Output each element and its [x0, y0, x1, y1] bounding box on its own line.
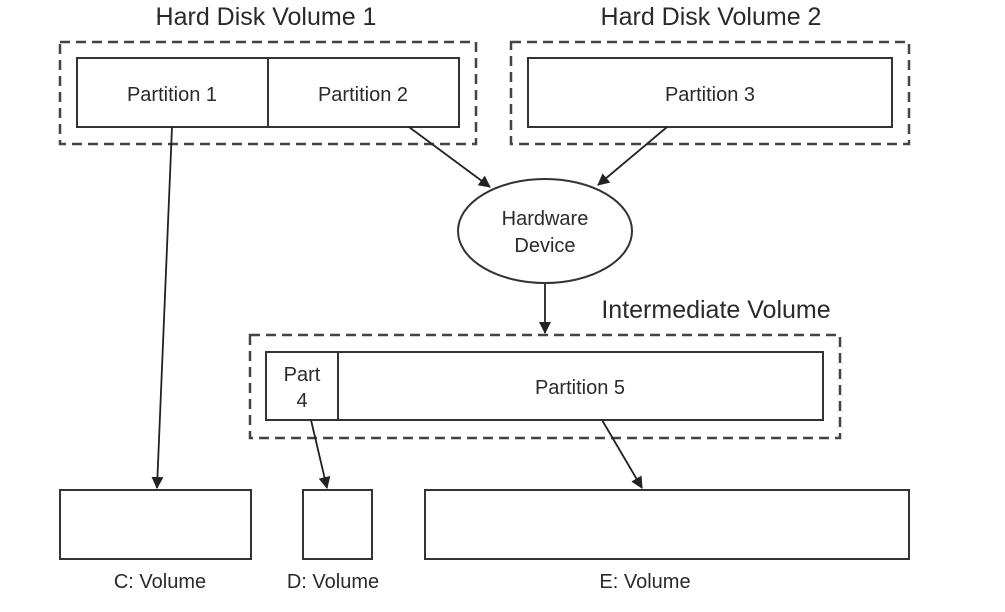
- d-volume[interactable]: D: Volume: [287, 489, 379, 593]
- partition-2-label: Partition 2: [318, 84, 408, 106]
- arrow-partition-5-to-e-volume: [601, 419, 643, 489]
- c-volume-box: [59, 489, 252, 560]
- partition-2[interactable]: Partition 2: [267, 57, 460, 128]
- hard-disk-volume-2-border: [509, 40, 911, 146]
- part-4-label-line1: Part: [284, 364, 321, 386]
- arrow-partition-1-to-c-volume: [151, 126, 173, 489]
- part-4-label-line2: 4: [296, 390, 307, 412]
- partition-1-box: [76, 57, 269, 128]
- partition-5-label: Partition 5: [535, 377, 625, 399]
- c-volume-label: C: Volume: [114, 571, 206, 593]
- partition-5-box: [337, 351, 824, 421]
- hardware-device[interactable]: Hardware Device: [457, 178, 633, 284]
- hardware-device-ellipse: [457, 178, 633, 284]
- hardware-device-label-line2: Device: [514, 235, 575, 257]
- hard-disk-volume-2-title: Hard Disk Volume 2: [601, 3, 822, 31]
- partition-5[interactable]: Partition 5: [337, 351, 824, 421]
- intermediate-volume-border: [248, 333, 842, 440]
- arrow-partition-3-to-hardware-device: [597, 126, 668, 186]
- partition-1-label: Partition 1: [127, 84, 217, 106]
- hardware-device-label-line1: Hardware: [502, 208, 589, 230]
- partition-2-box: [267, 57, 460, 128]
- arrow-partition-2-to-hardware-device: [408, 126, 491, 188]
- e-volume-box: [424, 489, 910, 560]
- c-volume[interactable]: C: Volume: [59, 489, 252, 593]
- arrow-part-4-to-d-volume: [310, 419, 331, 489]
- partition-3-label: Partition 3: [665, 84, 755, 106]
- partition-1[interactable]: Partition 1: [76, 57, 269, 128]
- hard-disk-volume-1-title: Hard Disk Volume 1: [156, 3, 377, 31]
- hard-disk-volume-1: Hard Disk Volume 1 Partition 1 Partition…: [58, 3, 478, 146]
- e-volume[interactable]: E: Volume: [424, 489, 910, 593]
- intermediate-volume: Intermediate Volume Part 4 Partition 5: [248, 296, 842, 440]
- d-volume-box: [302, 489, 373, 560]
- partition-3[interactable]: Partition 3: [527, 57, 893, 128]
- part-4[interactable]: Part 4: [265, 351, 339, 421]
- partition-3-box: [527, 57, 893, 128]
- d-volume-label: D: Volume: [287, 571, 379, 593]
- hard-disk-volume-2: Hard Disk Volume 2 Partition 3: [509, 3, 911, 146]
- hard-disk-volume-1-border: [58, 40, 478, 146]
- intermediate-volume-title: Intermediate Volume: [601, 296, 830, 324]
- e-volume-label: E: Volume: [599, 571, 690, 593]
